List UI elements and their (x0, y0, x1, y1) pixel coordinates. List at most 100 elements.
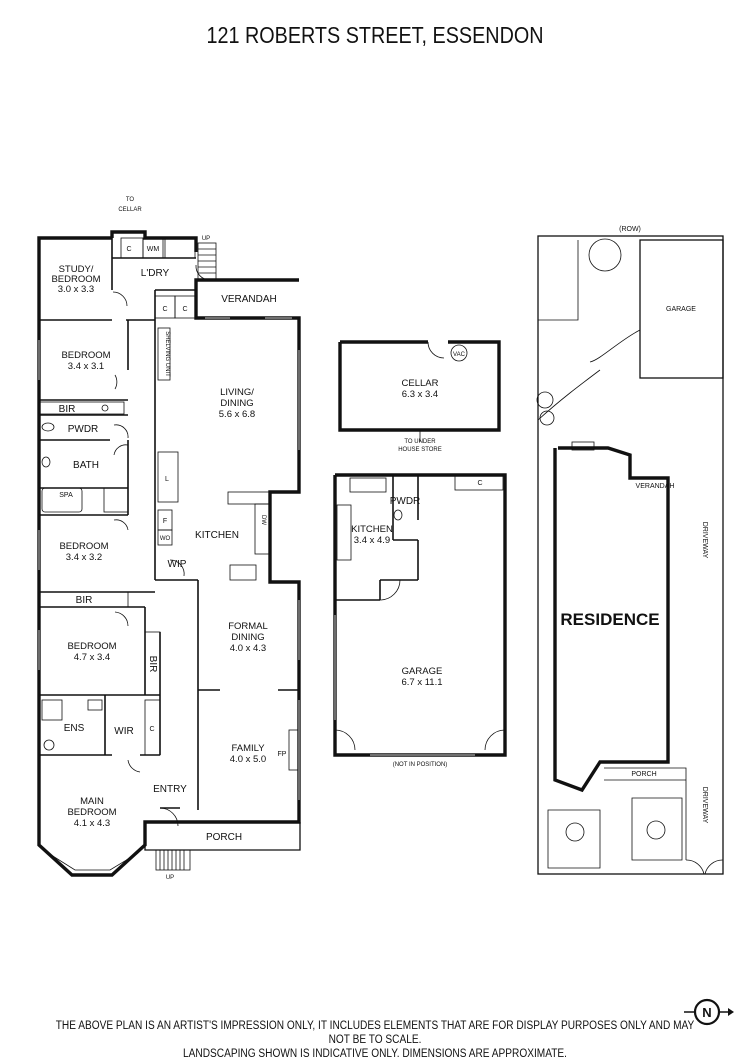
outbuilding-fixtures (334, 474, 506, 751)
family-dim: 4.0 x 5.0 (230, 754, 266, 765)
cellar-dim: 6.3 x 3.4 (402, 389, 438, 400)
site-plan: (ROW) GARAGE VERANDAH RESIDENCE PORCH DR… (536, 226, 724, 875)
driveway-gates (685, 859, 724, 875)
windows (38, 317, 300, 800)
door-swings (112, 264, 211, 827)
rear-steps (197, 242, 217, 280)
residence-footprint (553, 446, 670, 793)
garage-label: GARAGE (402, 666, 443, 677)
plan-title: 121 ROBERTS STREET, ESSENDON (206, 22, 544, 48)
bedroom2-label: BEDROOM (59, 541, 108, 552)
disclaimer-line-1: THE ABOVE PLAN IS AN ARTIST'S IMPRESSION… (55, 1020, 695, 1046)
living-label-2: DINING (220, 398, 253, 409)
outbuilding-windows (334, 615, 475, 756)
study-label-1: STUDY/ (59, 264, 94, 275)
vac-label: VAC (453, 352, 466, 358)
kitchen2-label: KITCHEN (351, 524, 393, 535)
formal-dim: 4.0 x 4.3 (230, 643, 266, 654)
cellar-note-2: HOUSE STORE (398, 447, 442, 453)
shelving-label: SHELVING UNIT (164, 331, 170, 377)
site-tree-3 (539, 410, 555, 426)
residence-label: RESIDENCE (560, 610, 659, 629)
pwdr-label: PWDR (68, 424, 99, 435)
verandah-label: VERANDAH (221, 294, 277, 305)
cellar-plan: VAC CELLAR 6.3 x 3.4 TO UNDER HOUSE STOR… (338, 340, 501, 453)
garden-path (537, 369, 601, 421)
main-bedroom-label-1: MAIN (80, 796, 104, 807)
c-label-garage: C (477, 480, 482, 487)
c-label-2: C (162, 306, 167, 313)
outbuilding-plan: C PWDR KITCHEN 3.4 x 4.9 GARAGE 6.7 x 11… (333, 473, 507, 768)
site-boundary (537, 235, 724, 875)
porch-label: PORCH (206, 832, 242, 843)
family-label: FAMILY (231, 743, 265, 754)
dw-label: DW (260, 515, 266, 525)
main-bedroom-dim: 4.1 x 4.3 (74, 818, 110, 829)
garden-tree-1 (565, 822, 585, 842)
study-dim: 3.0 x 3.3 (58, 284, 94, 295)
bedroom3-dim: 4.7 x 3.4 (74, 652, 110, 663)
bedroom1-dim: 3.4 x 3.1 (68, 361, 104, 372)
front-steps (155, 849, 191, 871)
site-garage-label: GARAGE (666, 306, 696, 313)
site-porch-label: PORCH (631, 771, 656, 778)
l-label: L (165, 476, 169, 483)
pwdr-label-garage: PWDR (390, 496, 421, 507)
bedroom2-dim: 3.4 x 3.2 (66, 552, 102, 563)
formal-label-1: FORMAL (228, 621, 268, 632)
disclaimer: THE ABOVE PLAN IS AN ARTIST'S IMPRESSION… (45, 1019, 705, 1061)
bir1-label: BIR (59, 404, 76, 415)
garage-dim: 6.7 x 11.1 (401, 677, 442, 688)
cellar-note-1: TO UNDER (404, 439, 436, 445)
c-label-1: C (126, 246, 131, 253)
cellar-label: CELLAR (402, 378, 439, 389)
north-compass-icon: N (684, 998, 734, 1026)
f-label: F (163, 518, 167, 525)
living-label-1: LIVING/ (220, 387, 254, 398)
site-porch (604, 767, 687, 860)
not-in-position-note: (NOT IN POSITION) (393, 762, 448, 768)
laundry-outer-wall (110, 230, 198, 252)
row-outline (538, 240, 641, 363)
ensuite-label: ENS (64, 723, 85, 734)
study-label-2: BEDROOM (51, 274, 100, 285)
fireplace-label: FP (278, 751, 287, 758)
to-cellar-label-1: TO (126, 197, 135, 203)
site-tree-2 (536, 391, 554, 409)
c-label-3: C (182, 306, 187, 313)
formal-label-2: DINING (231, 632, 264, 643)
wo-label: WO (160, 536, 171, 542)
spa-label: SPA (59, 492, 73, 499)
disclaimer-line-2: LANDSCAPING SHOWN IS INDICATIVE ONLY. DI… (183, 1048, 567, 1060)
outbuilding-interior-walls (335, 475, 419, 601)
main-bedroom-label-2: BEDROOM (67, 807, 116, 818)
site-verandah (629, 455, 668, 479)
laundry-label: L'DRY (141, 268, 170, 279)
up-label-front: UP (166, 875, 174, 881)
up-label-rear: UP (202, 236, 210, 242)
cellar-wall (338, 340, 501, 432)
garden-bed-2 (631, 797, 683, 861)
house-labels: TO CELLAR C WM UP L'DRY STUDY/ BEDROOM 3… (51, 197, 286, 881)
outbuilding-wall (333, 473, 507, 757)
porch-outline (144, 822, 301, 851)
bath-label: BATH (73, 460, 99, 471)
site-garage (639, 239, 724, 379)
site-verandah-label: VERANDAH (636, 483, 675, 490)
wir-label: WIR (114, 726, 133, 737)
bedroom1-label: BEDROOM (61, 350, 110, 361)
cellar-door (427, 341, 445, 359)
living-dim: 5.6 x 6.8 (219, 409, 255, 420)
garden-bed-1 (547, 809, 601, 869)
garden-tree-2 (646, 820, 666, 840)
bay-window (47, 852, 139, 871)
wip-label: WIP (168, 559, 187, 570)
entry-label: ENTRY (153, 784, 187, 795)
vac-unit (450, 344, 468, 362)
driveway-label-2: DRIVEWAY (701, 787, 708, 824)
c-label-4: C (149, 726, 154, 733)
north-label: N (702, 1005, 711, 1020)
kitchen-label: KITCHEN (195, 530, 239, 541)
main-house-plan: TO CELLAR C WM UP L'DRY STUDY/ BEDROOM 3… (37, 197, 301, 881)
